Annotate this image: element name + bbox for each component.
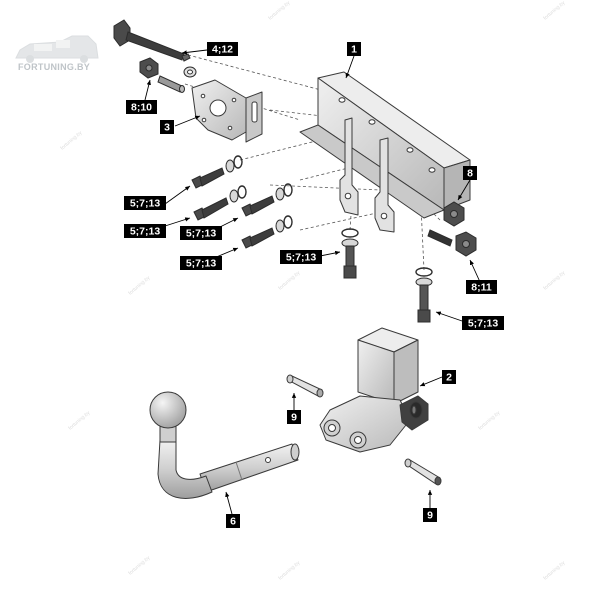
callout-label: 8;11	[471, 282, 492, 294]
callout-3: 3	[160, 120, 174, 134]
long-bolt	[113, 19, 191, 62]
callout-5-7-13-c: 5;7;13	[180, 226, 222, 240]
callout-labels: 4;12 8;10 3 1 8 8;11 5;7;13 5;7;13	[124, 42, 504, 528]
callout-label: 8	[467, 168, 473, 180]
callout-1: 1	[347, 42, 361, 56]
watermark-text: fortuning.by	[542, 560, 566, 582]
callout-4-12: 4;12	[207, 42, 238, 56]
callout-label: 6	[230, 516, 236, 528]
callout-6: 6	[226, 514, 240, 528]
nut-right-upper	[443, 201, 465, 227]
watermark-text: fortuning.by	[127, 555, 151, 577]
callout-2: 2	[442, 370, 456, 384]
callout-5-7-13-e: 5;7;13	[280, 250, 322, 264]
watermark-text: fortuning.by	[67, 410, 91, 432]
leader-lines	[144, 49, 481, 515]
bolt-set-lower	[241, 215, 293, 249]
part-3-socket-bracket	[191, 79, 263, 143]
watermark-text: fortuning.by	[542, 0, 566, 22]
vertical-bolt-right	[415, 267, 433, 323]
callout-label: 2	[446, 372, 452, 384]
callout-5-7-13-d: 5;7;13	[180, 256, 222, 270]
part-9-pin-upper	[286, 374, 324, 398]
callout-label: 1	[351, 44, 357, 56]
fortuning-logo: FORTUNING.BY	[15, 35, 99, 72]
watermark-text: fortuning.by	[277, 270, 301, 292]
watermark-text: fortuning.by	[59, 130, 83, 152]
callout-label: 9	[427, 510, 433, 522]
callout-label: 3	[164, 122, 170, 134]
watermark-text: fortuning.by	[267, 0, 291, 22]
callout-9-a: 9	[287, 410, 301, 424]
part-9-pin-lower	[404, 458, 442, 486]
bolt-set-middle-left	[193, 185, 247, 221]
callout-label: 5;7;13	[130, 198, 161, 210]
callout-8: 8	[463, 166, 477, 180]
part-1-main-mounting-plate	[299, 71, 471, 233]
callout-5-7-13-f: 5;7;13	[462, 316, 504, 330]
car-silhouette-icon	[15, 35, 99, 63]
logo-text: FORTUNING.BY	[18, 62, 90, 72]
callout-label: 5;7;13	[186, 228, 217, 240]
watermark-text: fortuning.by	[127, 275, 151, 297]
part-6-tow-ball-arm	[149, 391, 300, 499]
callout-label: 5;7;13	[468, 318, 499, 330]
watermark-text: fortuning.by	[277, 560, 301, 582]
callout-9-b: 9	[423, 508, 437, 522]
callout-8-11: 8;11	[466, 280, 497, 294]
bolt-set-upper	[191, 155, 243, 189]
callout-5-7-13-b: 5;7;13	[124, 224, 166, 238]
watermark-text: fortuning.by	[477, 410, 501, 432]
callout-8-10: 8;10	[126, 100, 157, 114]
callout-label: 4;12	[212, 44, 233, 56]
callout-label: 5;7;13	[130, 226, 161, 238]
part-2-receiver-housing	[319, 327, 429, 453]
callout-label: 5;7;13	[186, 258, 217, 270]
callout-label: 8;10	[131, 102, 152, 114]
nut-and-spacer-set	[139, 57, 197, 93]
bolt-set-middle-right	[241, 183, 293, 217]
callout-label: 9	[291, 412, 297, 424]
callout-5-7-13-a: 5;7;13	[124, 196, 166, 210]
watermark-text: fortuning.by	[542, 270, 566, 292]
callout-label: 5;7;13	[286, 252, 317, 264]
stud-and-nut-right-lower	[427, 229, 477, 257]
vertical-bolt-center	[341, 228, 359, 279]
